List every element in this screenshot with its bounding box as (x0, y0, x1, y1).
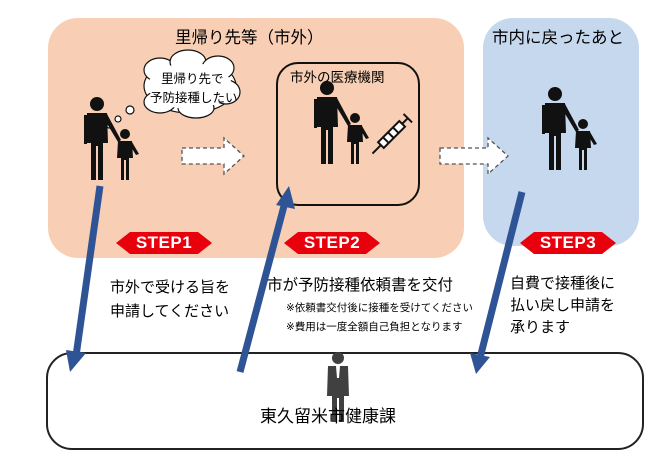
step-label: STEP2 (303, 233, 361, 252)
step-note: ※依頼書交付後に接種を受けてください (286, 302, 473, 314)
away-panel-title: 里帰り先等（市外） (175, 28, 324, 47)
thought-bubble-line: 里帰り先で (161, 71, 224, 86)
step-desc-line: 承ります (510, 318, 571, 336)
step-label: STEP3 (539, 233, 597, 252)
clinic-box (276, 62, 420, 206)
step-flow-arrows (66, 185, 526, 374)
office-name: 東久留米市健康課 (260, 407, 396, 427)
step-desc-line: 市が予防接種依頼書を交付 (267, 276, 454, 294)
step-desc-line: 払い戻し申請を (510, 296, 616, 314)
dashed-arrow-icon (181, 136, 245, 176)
step-desc-line: 申請してください (110, 302, 230, 320)
thought-bubble-icon (106, 49, 241, 129)
clinic-title: 市外の医療機関 (290, 70, 385, 86)
step-label: STEP1 (135, 233, 193, 252)
step-note: ※費用は一度全額自己負担となります (286, 321, 463, 333)
return-panel-title: 市内に戻ったあと (492, 28, 624, 47)
parent-child-icon (542, 87, 597, 170)
parent-child-icon (314, 81, 369, 164)
step-desc-line: 自費で接種後に (510, 274, 616, 292)
syringe-icon (371, 113, 413, 155)
dashed-arrow-icon (439, 136, 509, 176)
step-desc-line: 市外で受ける旨を (110, 278, 231, 296)
thought-bubble-line: 予防接種したい (150, 90, 238, 105)
